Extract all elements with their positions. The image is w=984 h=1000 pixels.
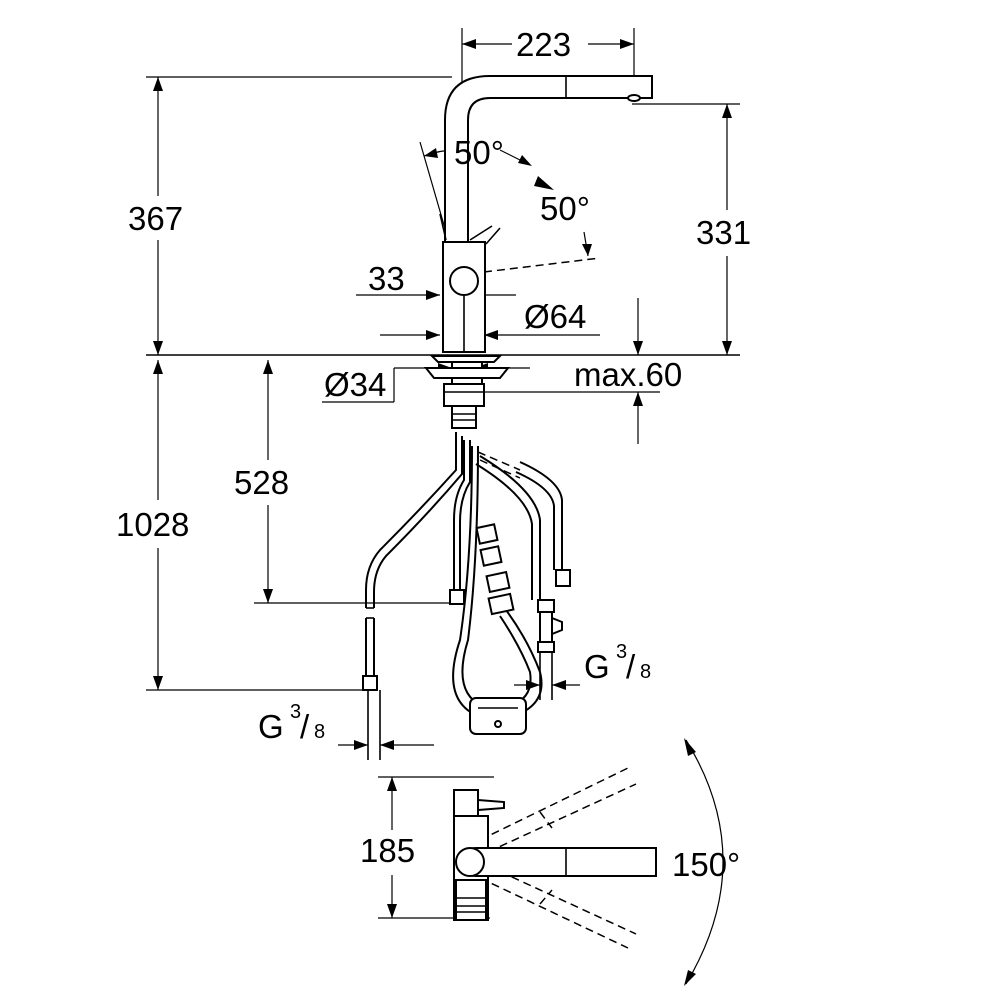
dim-angle-left: 50° bbox=[454, 134, 504, 171]
dim-528: 528 bbox=[234, 464, 289, 501]
dim-max-60: max.60 bbox=[574, 356, 682, 393]
dimension-labels: 223 367 331 50° 50° 33 Ø64 Ø34 max.60 52… bbox=[116, 26, 751, 883]
dim-1028: 1028 bbox=[116, 506, 189, 543]
dim-150-degree: 150° bbox=[672, 846, 740, 883]
dim-223: 223 bbox=[516, 26, 571, 63]
dim-angle-right: 50° bbox=[540, 190, 590, 227]
thread-left-den: 8 bbox=[314, 721, 325, 743]
thread-right-den: 8 bbox=[640, 661, 651, 683]
dim-diameter-34: Ø34 bbox=[324, 366, 386, 403]
dim-185: 185 bbox=[360, 832, 415, 869]
thread-right-num: 3 bbox=[616, 641, 627, 663]
supply-hoses bbox=[362, 432, 571, 760]
dim-331: 331 bbox=[696, 214, 751, 251]
faucet-front-view bbox=[423, 75, 653, 429]
faucet-top-view bbox=[453, 738, 724, 986]
svg-text:/: / bbox=[300, 708, 310, 745]
dim-diameter-64: Ø64 bbox=[524, 298, 586, 335]
svg-text:/: / bbox=[626, 648, 636, 685]
thread-left-g: G bbox=[258, 708, 284, 745]
dim-367: 367 bbox=[128, 200, 183, 237]
dim-33: 33 bbox=[368, 260, 405, 297]
thread-left-num: 3 bbox=[290, 701, 301, 723]
thread-right-g: G bbox=[584, 648, 610, 685]
